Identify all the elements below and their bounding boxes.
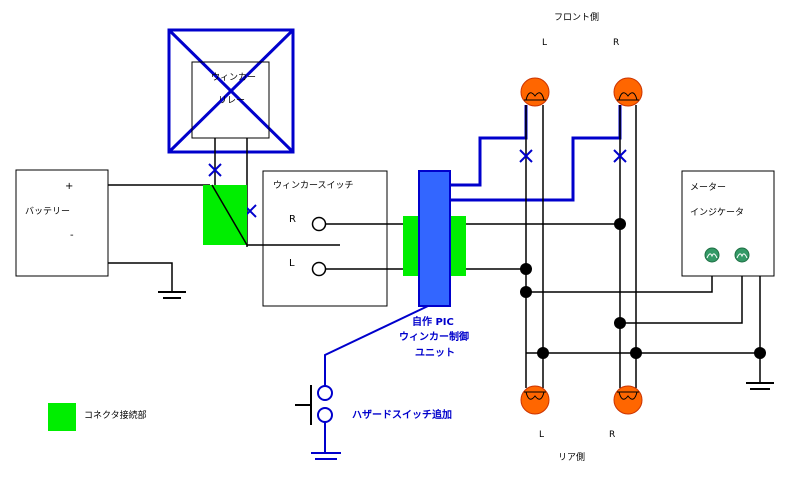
relay-label-line1: ウィンカー xyxy=(211,72,256,83)
junction-l-indicator xyxy=(520,286,532,298)
ground-symbol-battery xyxy=(158,291,186,299)
junction-ground-meter xyxy=(754,347,766,359)
front-l-label: L xyxy=(542,38,547,48)
junction-r-signal xyxy=(614,218,626,230)
switch-title: ウィンカースイッチ xyxy=(273,180,354,191)
rear-label: リア側 xyxy=(558,451,585,463)
lamp-rear-r xyxy=(613,385,643,415)
switch-r-label: R xyxy=(289,214,296,225)
lamp-front-r xyxy=(613,77,643,107)
hazard-label: ハザードスイッチ追加 xyxy=(352,408,452,421)
connector-battery-switch xyxy=(203,185,247,245)
battery-label: バッテリー xyxy=(25,206,70,217)
junction-ground-l xyxy=(537,347,549,359)
meter-indicator: メーター インジケータ xyxy=(681,170,775,277)
pic-label-line3: ユニット xyxy=(415,347,455,359)
battery-minus-label: - xyxy=(70,230,74,241)
connector-pic-right xyxy=(449,216,466,276)
battery: + バッテリー - xyxy=(15,169,109,277)
pic-output-front-l xyxy=(450,105,528,187)
meter-lamp-r xyxy=(734,247,750,263)
lamp-rear-l xyxy=(520,385,550,415)
meter-label-line2: インジケータ xyxy=(690,207,744,218)
legend-connector-label: コネクタ接続部 xyxy=(84,409,147,421)
lamp-front-l xyxy=(520,77,550,107)
meter-label-line1: メーター xyxy=(690,182,726,193)
cut-mark-front-l xyxy=(519,149,533,163)
rear-r-label: R xyxy=(609,430,615,440)
battery-box xyxy=(15,169,109,277)
r-indicator-wire xyxy=(620,262,743,324)
switch-terminal-l xyxy=(311,261,327,277)
relay-cross-line-2 xyxy=(167,28,295,154)
meter-box xyxy=(681,170,775,277)
front-label: フロント側 xyxy=(554,11,599,23)
relay-removed-frame xyxy=(167,28,295,154)
switch-terminal-r xyxy=(311,216,327,232)
removed-relay: ウィンカー リレー xyxy=(167,28,295,154)
switch-box xyxy=(262,170,388,307)
battery-plus-label: + xyxy=(65,181,73,192)
legend-connector-swatch xyxy=(48,403,76,431)
relay-box xyxy=(191,61,270,139)
relay-label-line2: リレー xyxy=(218,96,245,106)
pic-unit xyxy=(418,170,451,307)
turn-signal-switch: ウィンカースイッチ R L xyxy=(262,170,388,307)
connector-pic-left xyxy=(403,216,420,276)
ground-symbol-meter xyxy=(746,382,774,390)
pic-label-line1: 自作 PIC xyxy=(412,315,454,328)
cut-mark-front-r xyxy=(613,149,627,163)
meter-lamp-l xyxy=(704,247,720,263)
hazard-switch xyxy=(295,385,341,460)
connector-bridge-wire xyxy=(211,184,248,246)
junction-ground-r xyxy=(630,347,642,359)
cut-mark-relay-left xyxy=(208,163,222,177)
hazard-terminal-bottom xyxy=(317,407,333,423)
hazard-terminal-top xyxy=(317,385,333,401)
rear-l-label: L xyxy=(539,430,544,440)
switch-l-label: L xyxy=(289,258,295,269)
junction-r-indicator xyxy=(614,317,626,329)
junction-l-signal xyxy=(520,263,532,275)
hazard-wire xyxy=(324,305,429,386)
front-r-label: R xyxy=(613,38,619,48)
pic-label-line2: ウィンカー制御 xyxy=(399,330,469,343)
battery-minus-wire xyxy=(108,262,173,292)
